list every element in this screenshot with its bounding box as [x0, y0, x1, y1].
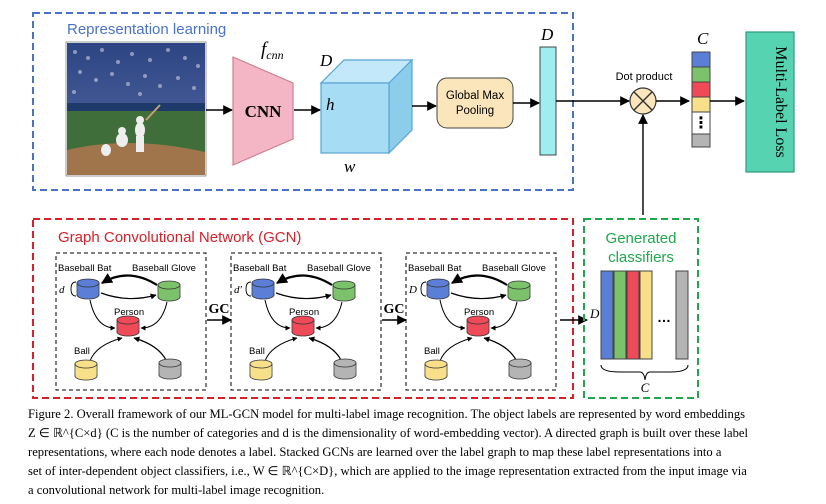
- representation-learning-title: Representation learning: [67, 21, 226, 38]
- image-feature-vector: [539, 46, 557, 156]
- gc-label-1: GC: [209, 302, 230, 317]
- figure-caption: Figure 2. Overall framework of our ML-GC…: [28, 405, 818, 500]
- label-ball: Ball: [249, 346, 265, 357]
- label-baseball-bat: Baseball Bat: [408, 263, 462, 274]
- global-max-pooling-block: [436, 77, 514, 129]
- caption-line-5: a convolutional network for multi-label …: [28, 483, 325, 497]
- gc-label-2: GC: [384, 302, 405, 317]
- classifier-dots: …: [657, 309, 671, 325]
- label-baseball-glove: Baseball Glove: [482, 263, 546, 274]
- gcn-box: [32, 218, 574, 399]
- generated-D-label: D: [589, 306, 600, 321]
- score-stack: [691, 51, 711, 148]
- node-other: [333, 358, 357, 380]
- label-baseball-glove: Baseball Glove: [307, 263, 371, 274]
- dimension-label: D: [408, 284, 417, 296]
- caption-line-3: representations, where each node denotes…: [28, 445, 722, 459]
- node-baseball-bat: [251, 278, 275, 300]
- node-ball: [249, 359, 273, 381]
- node-ball: [74, 359, 98, 381]
- node-baseball-glove: [507, 280, 531, 302]
- generated-title-line2: classifiers: [608, 249, 674, 266]
- cube-w-label: w: [344, 157, 356, 176]
- caption-line-4: set of inter-dependent object classifier…: [28, 464, 747, 478]
- multi-label-loss-label: Multi-Label Loss: [772, 46, 789, 158]
- pooling-label-line1: Global Max: [446, 90, 504, 102]
- generated-title-line1: Generated: [606, 230, 677, 247]
- label-baseball-bat: Baseball Bat: [233, 263, 287, 274]
- graph-panel-border: [55, 252, 207, 391]
- multi-label-loss-block: [745, 31, 795, 173]
- input-image: [65, 41, 207, 177]
- score-stack-dots: ⋮: [693, 115, 709, 132]
- scores-C-label: C: [697, 29, 709, 48]
- framework-figure: Representation learning CNN fcnn: [32, 12, 795, 399]
- feature-map-cube: [319, 58, 414, 155]
- dimension-label: d′: [234, 284, 243, 296]
- generated-classifiers-box: [583, 218, 699, 399]
- label-ball: Ball: [424, 346, 440, 357]
- cube-D-label: D: [319, 51, 333, 70]
- pooling-label-line2: Pooling: [456, 105, 494, 117]
- cnn-label: CNN: [245, 102, 283, 121]
- node-person: [466, 315, 490, 337]
- generated-C-label: C: [641, 380, 650, 395]
- node-ball: [424, 359, 448, 381]
- f-cnn-label: fcnn: [261, 39, 284, 62]
- graph-panel-border: [405, 252, 557, 391]
- node-other: [158, 358, 182, 380]
- classifier-matrix: [600, 270, 689, 360]
- cube-h-label: h: [326, 95, 335, 114]
- label-person: Person: [464, 307, 494, 318]
- node-other: [508, 358, 532, 380]
- node-baseball-bat: [76, 278, 100, 300]
- dot-product-operator: [629, 87, 657, 115]
- label-person: Person: [289, 307, 319, 318]
- graph-panel-border: [230, 252, 382, 391]
- gcn-title: Graph Convolutional Network (GCN): [58, 229, 301, 246]
- node-baseball-glove: [332, 280, 356, 302]
- caption-line-1: Figure 2. Overall framework of our ML-GC…: [28, 407, 746, 421]
- feature-D-label: D: [540, 25, 554, 44]
- dimension-label: d: [59, 284, 65, 296]
- label-person: Person: [114, 307, 144, 318]
- cnn-block: [232, 56, 294, 166]
- label-ball: Ball: [74, 346, 90, 357]
- node-baseball-bat: [426, 278, 450, 300]
- dot-product-label: Dot product: [616, 71, 673, 83]
- node-baseball-glove: [157, 280, 181, 302]
- label-baseball-bat: Baseball Bat: [58, 263, 112, 274]
- node-person: [291, 315, 315, 337]
- node-person: [116, 315, 140, 337]
- label-baseball-glove: Baseball Glove: [132, 263, 196, 274]
- caption-line-2: Z ∈ ℝ^{C×d} (C is the number of categori…: [28, 426, 748, 440]
